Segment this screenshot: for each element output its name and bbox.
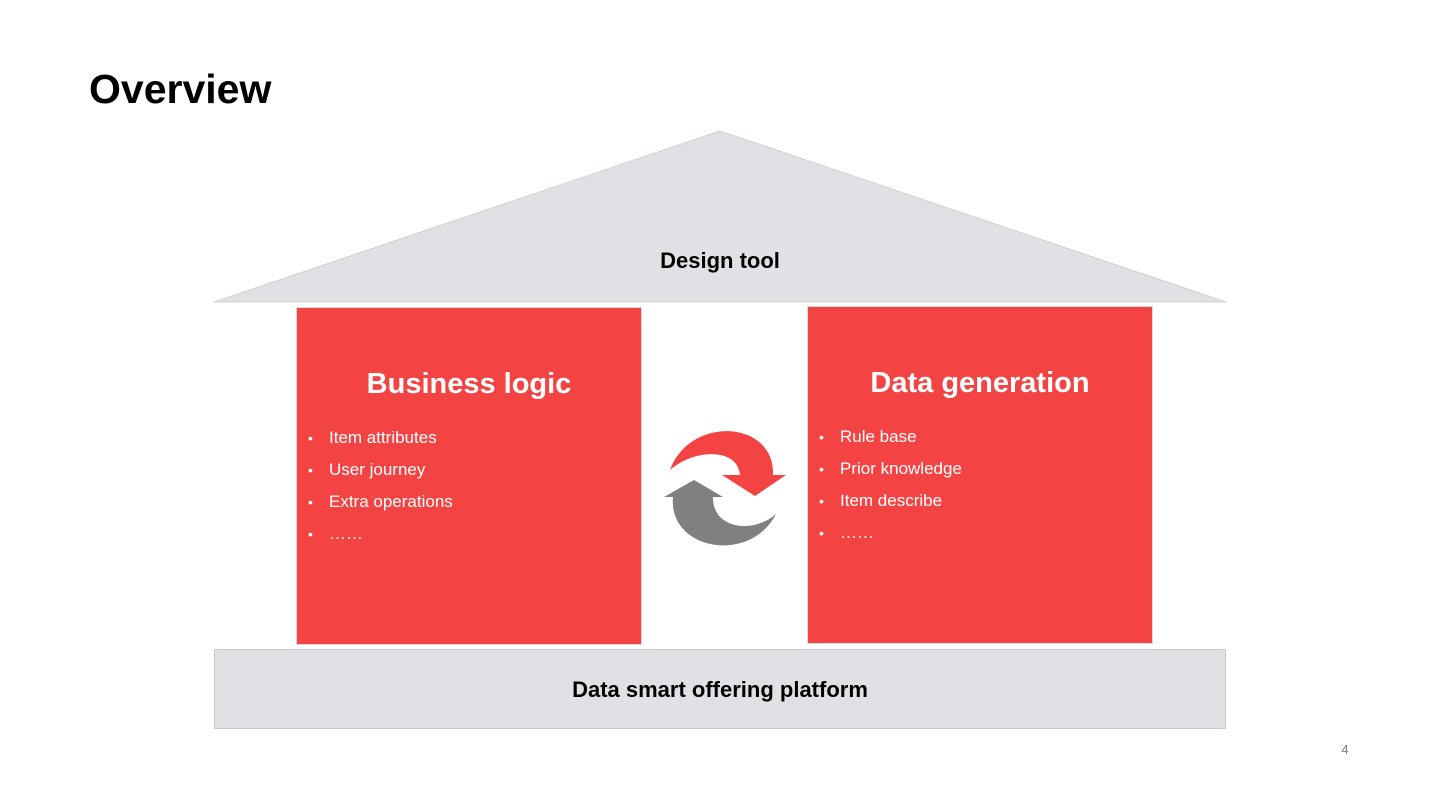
pillar-title: Data generation [870,367,1090,399]
list-item: Rule base [819,425,962,457]
bullet-list: Item attributes User journey Extra opera… [308,426,453,554]
list-item: Extra operations [308,490,453,522]
list-item: Prior knowledge [819,457,962,489]
cycle-arrows-icon [664,431,786,546]
roof-label: Design tool [660,248,780,273]
slide-title: Overview [89,66,272,112]
list-item: …… [308,522,453,554]
list-item: Item attributes [308,426,453,458]
base-label: Data smart offering platform [572,677,868,702]
red-arrow [670,431,786,496]
list-item: …… [819,521,962,553]
roof-shape [213,130,1227,303]
pillar-data-generation: Data generation Rule base Prior knowledg… [807,306,1153,644]
bullet-list: Rule base Prior knowledge Item describe … [819,425,962,553]
pillar-business-logic: Business logic Item attributes User jour… [296,307,642,645]
list-item: User journey [308,458,453,490]
list-item: Item describe [819,489,962,521]
gray-arrow [664,480,776,546]
pillar-title: Business logic [366,368,572,400]
platform-base: Data smart offering platform [214,649,1226,729]
page-number: 4 [1341,742,1349,757]
